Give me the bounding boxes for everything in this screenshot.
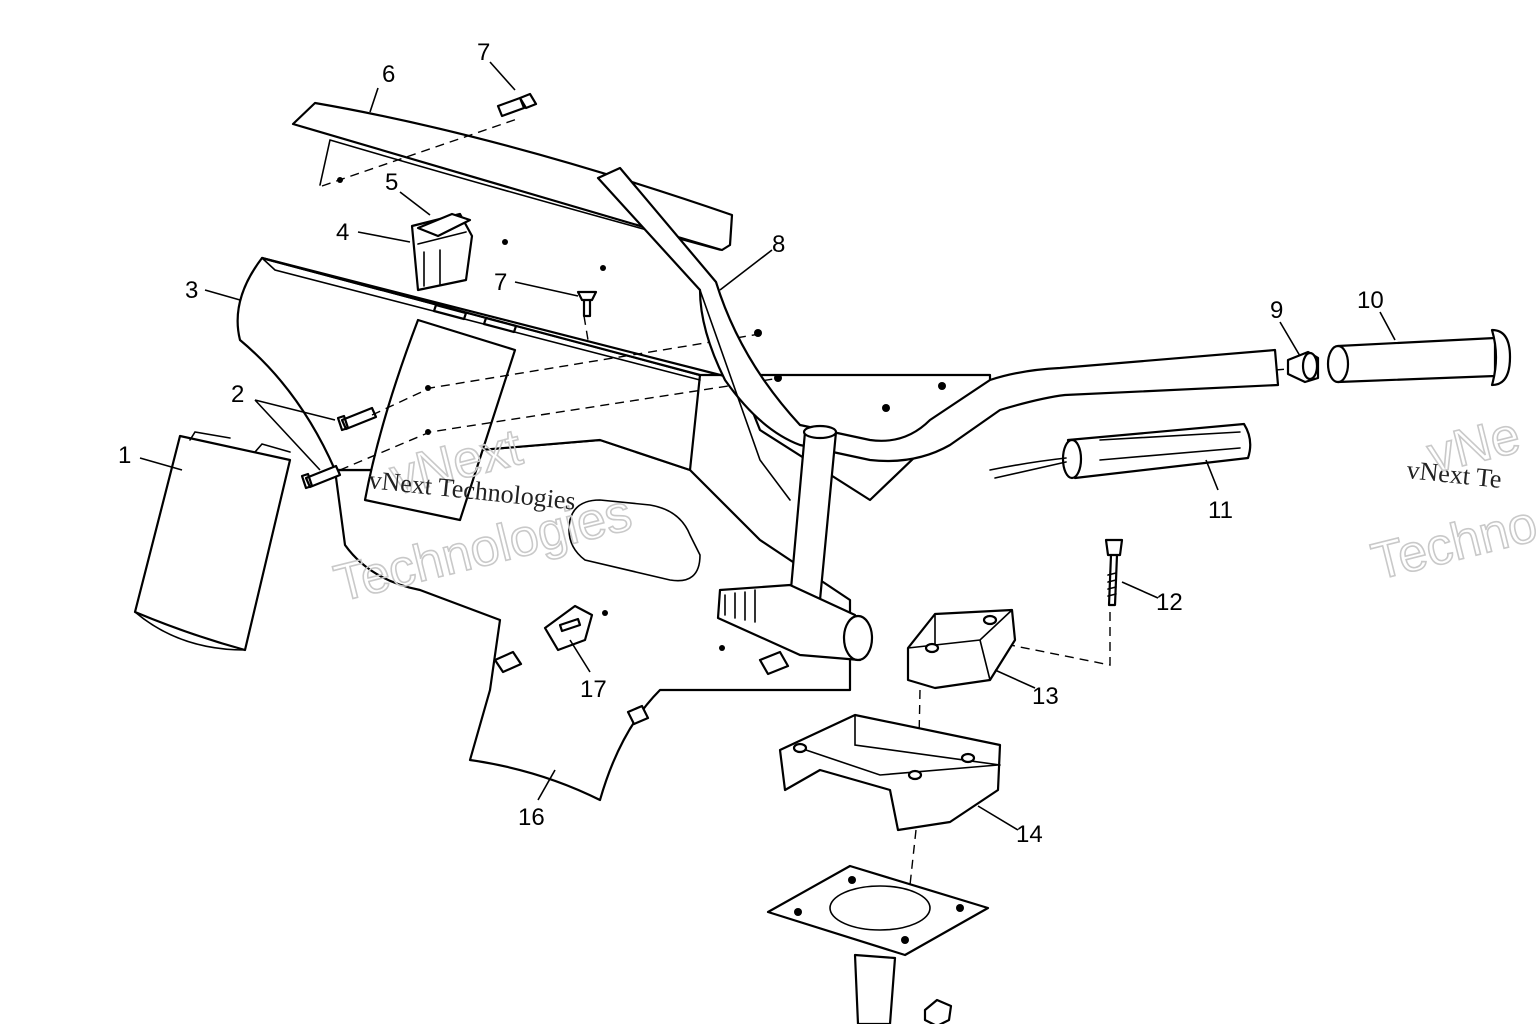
part-7-screw-top xyxy=(496,92,538,118)
part-16-grommet-b xyxy=(758,650,790,676)
callout-6: 6 xyxy=(382,61,395,88)
riser-post xyxy=(788,430,838,602)
callout-8: 8 xyxy=(772,231,785,258)
nut xyxy=(923,998,953,1024)
callout-7-rivet: 7 xyxy=(494,269,507,296)
svg-text:Techno: Techno xyxy=(1366,495,1536,592)
part-16-grommet-c xyxy=(626,704,650,726)
callout-7-top: 7 xyxy=(477,39,490,66)
callout-4: 4 xyxy=(336,219,349,246)
callout-10: 10 xyxy=(1357,287,1384,314)
part-3-tab-b xyxy=(482,316,518,334)
part-16-grommet-a xyxy=(493,650,523,674)
part-5-switch-cap xyxy=(416,212,472,238)
callout-11: 11 xyxy=(1208,497,1233,524)
mounting-plate-hole xyxy=(829,885,931,931)
svg-text:vNe: vNe xyxy=(1422,406,1526,485)
callout-13: 13 xyxy=(1032,683,1059,710)
part-2-screw-upper xyxy=(336,406,378,432)
watermark-right: vNe Techno xyxy=(1365,406,1536,593)
part-11-heated-grip xyxy=(1066,422,1252,480)
callout-12: 12 xyxy=(1156,589,1183,616)
steering-post xyxy=(853,953,897,1024)
part-16-slot xyxy=(568,499,701,582)
part-3-tab-a xyxy=(432,303,468,321)
part-16-lower-panel xyxy=(333,438,852,802)
callout-17: 17 xyxy=(580,676,607,703)
part-7-rivet xyxy=(576,290,598,318)
callout-16: 16 xyxy=(518,804,545,831)
callout-3: 3 xyxy=(185,277,198,304)
mounting-plate xyxy=(766,864,990,957)
callout-1: 1 xyxy=(118,442,131,469)
part-11-wire xyxy=(989,457,1067,479)
part-3-gauge-recess xyxy=(363,318,517,522)
part-6-top-cover xyxy=(291,101,734,252)
part-10-grip xyxy=(1336,336,1497,384)
part-1-cup xyxy=(133,434,292,652)
callout-9: 9 xyxy=(1270,297,1283,324)
callout-2: 2 xyxy=(231,381,244,408)
callout-5: 5 xyxy=(385,169,398,196)
callout-14: 14 xyxy=(1016,821,1043,848)
leader-lines xyxy=(139,61,1396,831)
part-2-screw-lower xyxy=(300,464,342,490)
part-14-lower-clamp xyxy=(778,713,1002,832)
